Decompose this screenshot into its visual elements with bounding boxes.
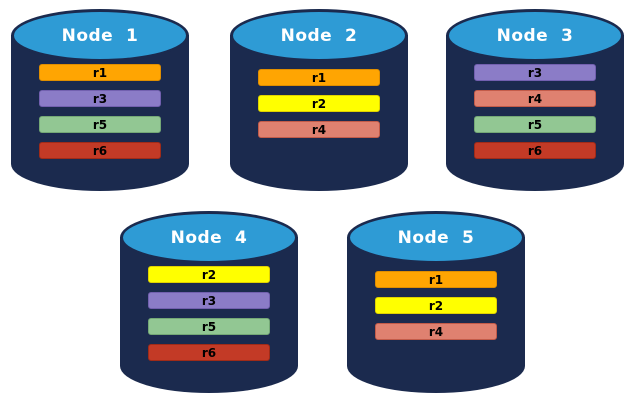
node-3-cylinder: Node 3 r3 r4 r5 r6 — [446, 9, 624, 191]
replica-bar-label: r1 — [428, 272, 444, 287]
node-4-cylinder: Node 4 r2 r3 r5 r6 — [120, 211, 298, 393]
replica-bar-r5: r5 — [39, 116, 161, 133]
replica-bar-r3: r3 — [39, 90, 161, 107]
node-2-label: Node 2 — [280, 25, 358, 46]
replica-bar-r1: r1 — [375, 271, 497, 288]
replica-bar-label: r1 — [311, 70, 327, 85]
replica-bar-label: r1 — [92, 65, 108, 80]
replica-bar-r1: r1 — [39, 64, 161, 81]
node-2-cylinder: Node 2 r1 r2 r4 — [230, 9, 408, 191]
replica-bar-r4: r4 — [258, 121, 380, 138]
replica-bar-r6: r6 — [39, 142, 161, 159]
replica-bar-label: r3 — [201, 293, 217, 308]
node-5-replica-list: r1 r2 r4 — [347, 271, 525, 340]
node-1-cylinder: Node 1 r1 r3 r5 r6 — [11, 9, 189, 191]
node-4-label: Node 4 — [170, 227, 248, 248]
node-1-label: Node 1 — [61, 25, 139, 46]
node-2-replica-list: r1 r2 r4 — [230, 69, 408, 138]
node-3-cylinder-top: Node 3 — [446, 9, 624, 62]
node-4-replica-list: r2 r3 r5 r6 — [120, 266, 298, 361]
node-5-label: Node 5 — [397, 227, 475, 248]
replica-bar-label: r5 — [527, 117, 543, 132]
replica-bar-label: r2 — [311, 96, 327, 111]
replica-bar-r6: r6 — [474, 142, 596, 159]
node-1-cylinder-top: Node 1 — [11, 9, 189, 62]
replica-bar-label: r2 — [201, 267, 217, 282]
replica-bar-label: r4 — [311, 122, 327, 137]
replica-bar-label: r5 — [92, 117, 108, 132]
replica-bar-r4: r4 — [375, 323, 497, 340]
replica-bar-label: r2 — [428, 298, 444, 313]
replica-bar-r3: r3 — [474, 64, 596, 81]
replica-bar-r6: r6 — [148, 344, 270, 361]
replica-bar-r4: r4 — [474, 90, 596, 107]
replica-bar-r2: r2 — [258, 95, 380, 112]
replica-bar-r5: r5 — [474, 116, 596, 133]
replica-bar-label: r3 — [527, 65, 543, 80]
replica-bar-r1: r1 — [258, 69, 380, 86]
replica-bar-r5: r5 — [148, 318, 270, 335]
node-3-replica-list: r3 r4 r5 r6 — [446, 64, 624, 159]
replica-bar-label: r5 — [201, 319, 217, 334]
replica-bar-r2: r2 — [148, 266, 270, 283]
replica-bar-label: r4 — [527, 91, 543, 106]
replica-bar-r2: r2 — [375, 297, 497, 314]
replica-bar-label: r6 — [92, 143, 108, 158]
node-2-cylinder-top: Node 2 — [230, 9, 408, 62]
replica-bar-label: r6 — [527, 143, 543, 158]
replica-bar-label: r6 — [201, 345, 217, 360]
node-1-replica-list: r1 r3 r5 r6 — [11, 64, 189, 159]
replica-bar-r3: r3 — [148, 292, 270, 309]
replica-bar-label: r4 — [428, 324, 444, 339]
replica-bar-label: r3 — [92, 91, 108, 106]
node-5-cylinder-top: Node 5 — [347, 211, 525, 264]
node-5-cylinder: Node 5 r1 r2 r4 — [347, 211, 525, 393]
node-3-label: Node 3 — [496, 25, 574, 46]
node-4-cylinder-top: Node 4 — [120, 211, 298, 264]
